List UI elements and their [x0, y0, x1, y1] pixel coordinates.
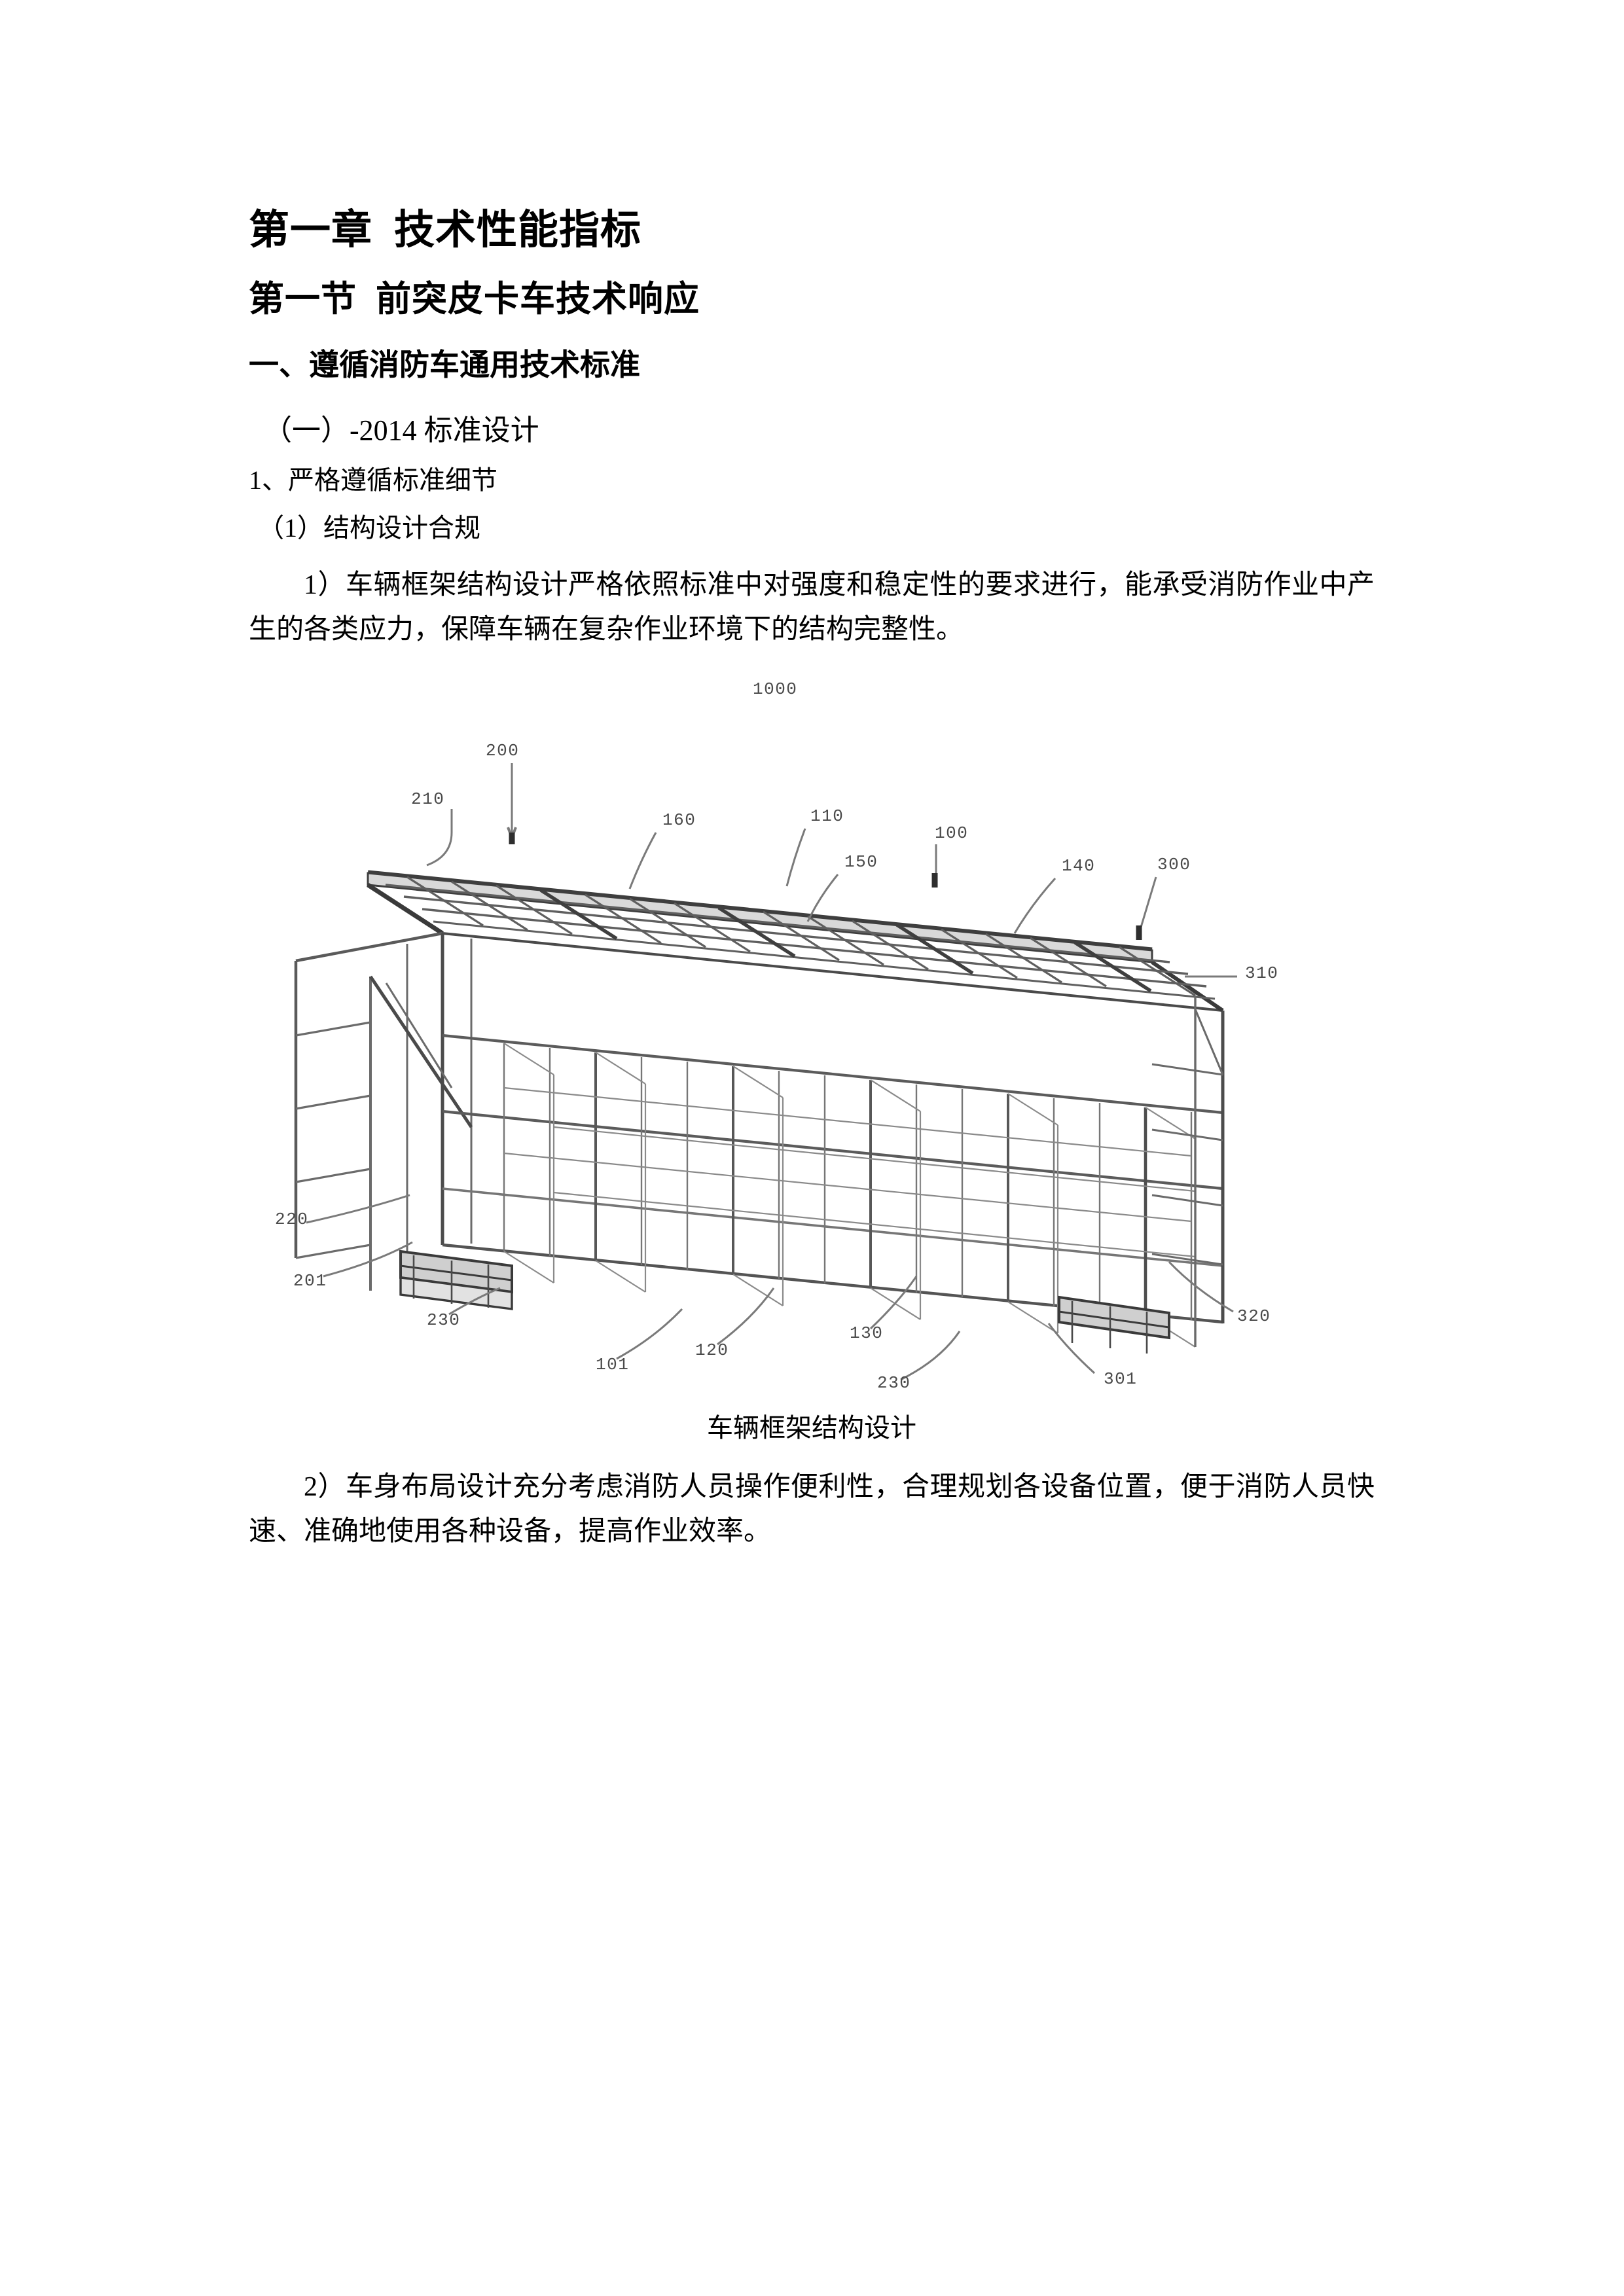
rear-face-frame-group — [1151, 995, 1225, 1347]
figure-caption: 车辆框架结构设计 — [707, 1412, 916, 1443]
chassis-lower-platform-group — [399, 1249, 513, 1310]
roof-frame-group — [367, 870, 1224, 1013]
side-wall-frame-group — [442, 1033, 1223, 1324]
callout-320: 320 — [1237, 1306, 1271, 1326]
list-item-numbered-2: （1）结构设计合规 — [258, 513, 480, 543]
callout-230: 230 — [427, 1310, 460, 1330]
page-content: 第一章 技术性能指标 第一节 前突皮卡车技术响应 一、遵循消防车通用技术标准 （… — [249, 0, 1375, 1554]
vehicle-frame-isometric-drawing: 1000 200 210 160 110 100 150 140 300 310… — [275, 679, 1278, 1393]
chapter-heading: 第一章 技术性能指标 — [249, 208, 642, 253]
callout-110: 110 — [810, 806, 844, 826]
paragraph-two: 2）车身布局设计充分考虑消防人员操作便利性，合理规划各设备位置，便于消防人员快速… — [249, 1471, 1375, 1547]
callout-210: 210 — [411, 789, 444, 809]
callout-201: 201 — [293, 1271, 327, 1291]
callout-leaders-group — [306, 762, 1237, 1381]
callout-301: 301 — [1104, 1369, 1137, 1389]
callout-130: 130 — [850, 1323, 883, 1343]
callout-120: 120 — [695, 1340, 729, 1360]
interior-frame-group — [503, 1043, 1196, 1348]
callout-numbers-group: 1000 200 210 160 110 100 150 140 300 310… — [275, 679, 1278, 1393]
callout-300: 300 — [1157, 855, 1191, 874]
paragraph-one: 1）车辆框架结构设计严格依照标准中对强度和稳定性的要求进行，能承受消防作业中产生… — [249, 569, 1375, 645]
figure-vehicle-frame: 1000 200 210 160 110 100 150 140 300 310… — [249, 652, 1375, 1445]
subheading-level-2: （一）-2014 标准设计 — [263, 414, 539, 447]
callout-140: 140 — [1062, 856, 1095, 876]
callout-220: 220 — [275, 1210, 308, 1229]
callout-230-lower: 230 — [877, 1373, 911, 1393]
callout-310: 310 — [1245, 963, 1278, 983]
subheading-level-1: 一、遵循消防车通用技术标准 — [249, 348, 640, 382]
callout-160: 160 — [662, 810, 696, 830]
figure-image: 1000 200 210 160 110 100 150 140 300 310… — [255, 669, 1368, 1408]
callout-150: 150 — [844, 852, 878, 872]
callout-200: 200 — [486, 741, 519, 761]
list-item-numbered-1: 1、严格遵循标准细节 — [249, 465, 497, 495]
callout-101: 101 — [596, 1355, 629, 1374]
callout-100: 100 — [935, 823, 968, 843]
callout-1000: 1000 — [753, 679, 797, 699]
chassis-rear-platform-group — [1058, 1295, 1170, 1354]
section-heading: 第一节 前突皮卡车技术响应 — [249, 279, 700, 319]
front-face-frame-group — [294, 931, 473, 1291]
